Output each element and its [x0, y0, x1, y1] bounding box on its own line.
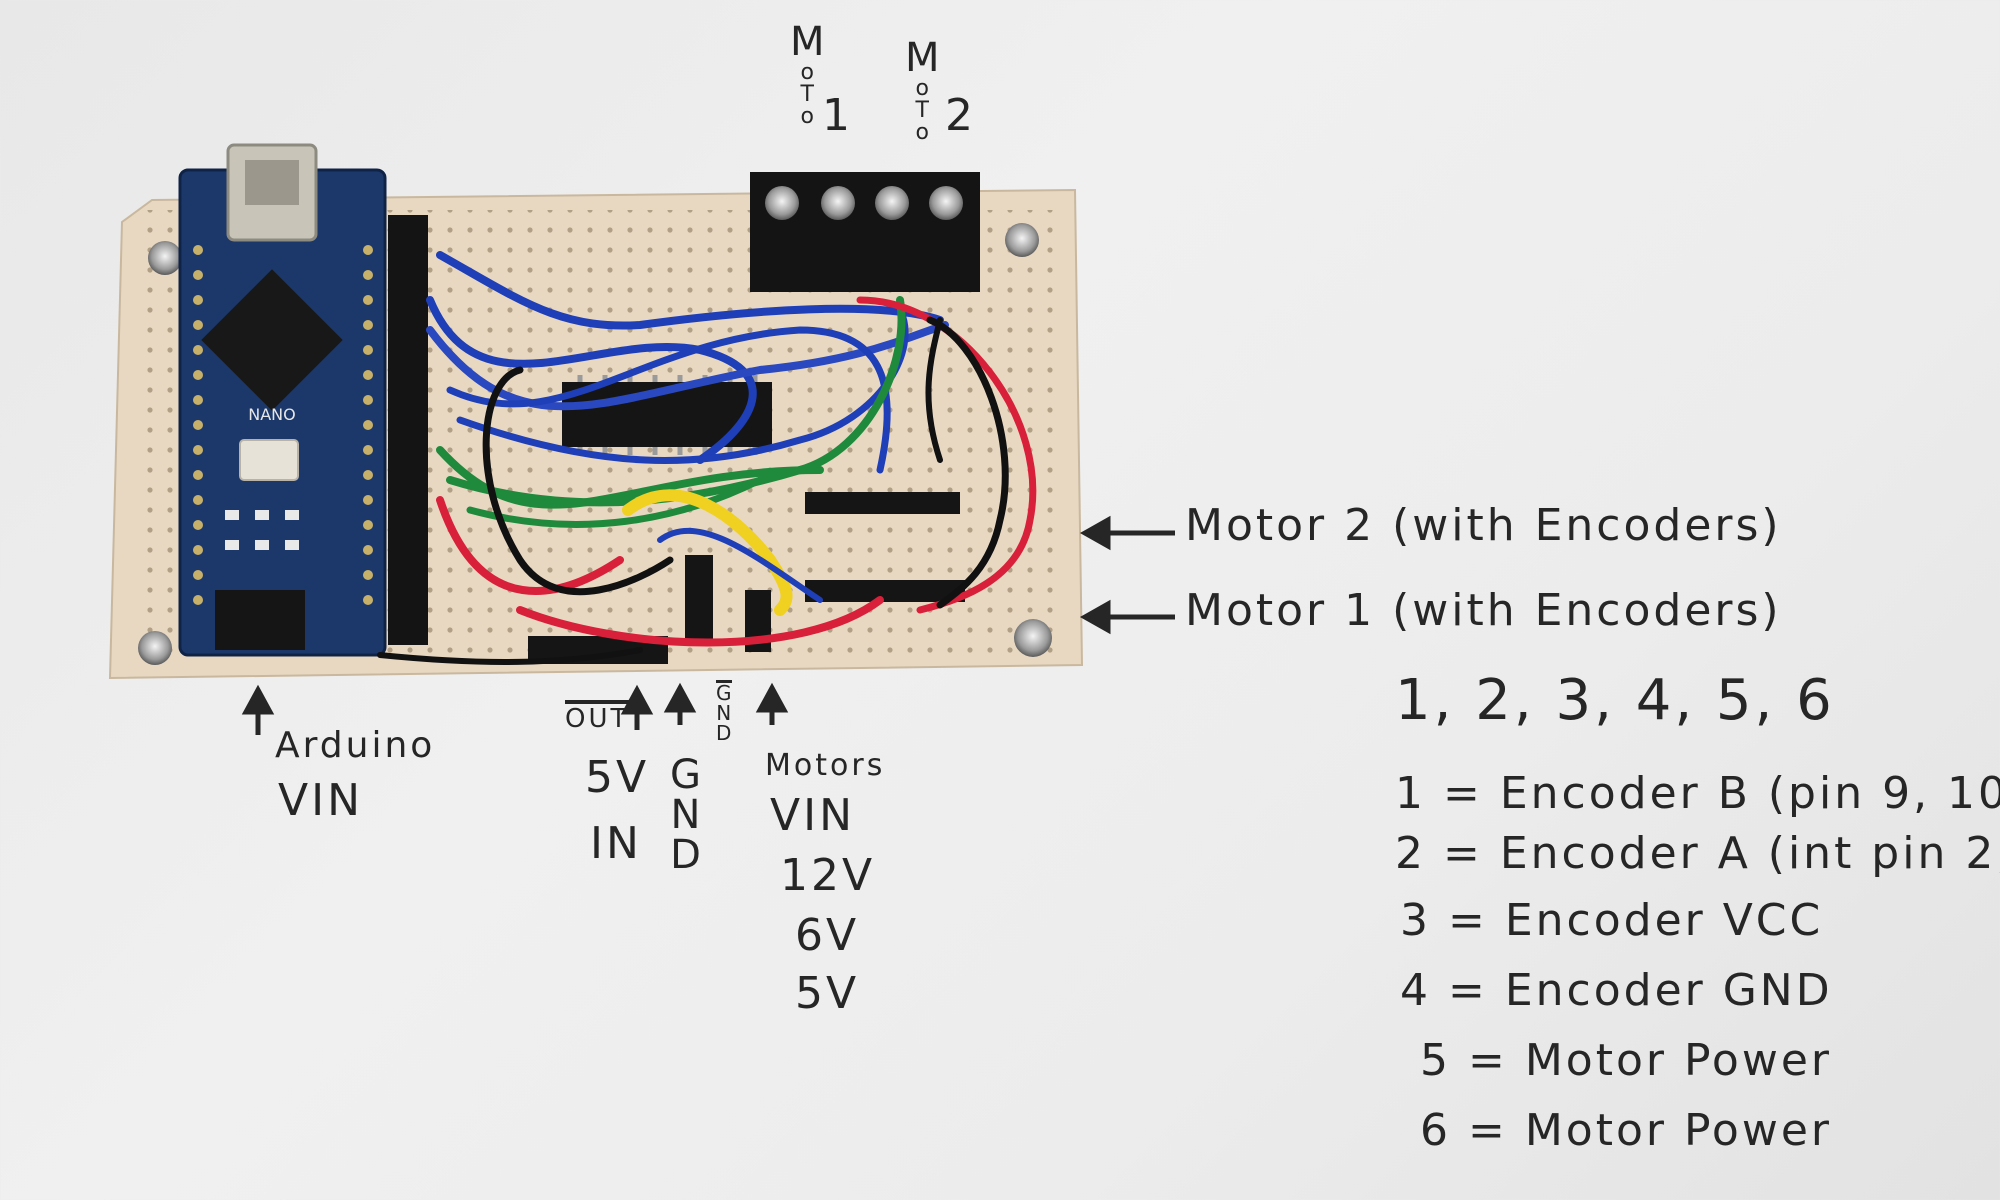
arduino-nano-board: NANO [178, 143, 387, 657]
annotation-arrows [241, 515, 1175, 735]
pin-legend-item: 5 = Motor Power [1420, 1035, 1832, 1086]
pin-legend-item: 4 = Encoder GND [1400, 965, 1833, 1016]
motor2-vertical-label: M o T o [905, 35, 940, 145]
nano-silkscreen: NANO [248, 405, 295, 424]
pin-sequence: 1, 2, 3, 4, 5, 6 [1395, 668, 1835, 733]
motors-12v-label: 12V [780, 850, 876, 901]
motor2-note: Motor 2 (with Encoders) [1185, 500, 1782, 551]
pin-legend-item: 6 = Motor Power [1420, 1105, 1832, 1156]
arduino-label: Arduino [275, 725, 436, 766]
motor1-vertical-label: M o T o [790, 19, 825, 129]
5v-label: 5V [585, 752, 650, 803]
pin-legend-item: 1 = Encoder B (pin 9, 10) [1395, 768, 2000, 819]
mount-screw [138, 631, 172, 665]
mount-screw [1005, 223, 1039, 257]
pin-legend-item: 2 = Encoder A (int pin 2, 3 [1395, 828, 2000, 879]
mount-screw [1014, 619, 1052, 657]
motors-5v-label: 5V [795, 968, 860, 1019]
motor1-note: Motor 1 (with Encoders) [1185, 585, 1782, 636]
out-label: OUT [565, 700, 630, 734]
motors-6v-label: 6V [795, 910, 860, 961]
motors-vin-label: VIN [770, 790, 855, 841]
wire-bundle [377, 251, 1037, 665]
pin-header-motor1 [805, 580, 965, 602]
pin-header-motor2 [805, 492, 960, 514]
gnd-vertical-label: G N D [670, 752, 701, 878]
gnd-small-label: G N D [716, 680, 732, 745]
arduino-vin-label: VIN [278, 775, 363, 826]
motor2-number: 2 [945, 90, 976, 141]
motors-label: Motors [765, 748, 886, 783]
icsp-header [215, 590, 305, 650]
screw-terminal-block [750, 172, 980, 292]
motor1-number: 1 [822, 90, 853, 141]
mount-screw [148, 241, 182, 275]
female-header [388, 215, 428, 645]
in-label: IN [590, 818, 642, 869]
reset-button [239, 439, 299, 481]
pin-legend-item: 3 = Encoder VCC [1400, 895, 1824, 946]
